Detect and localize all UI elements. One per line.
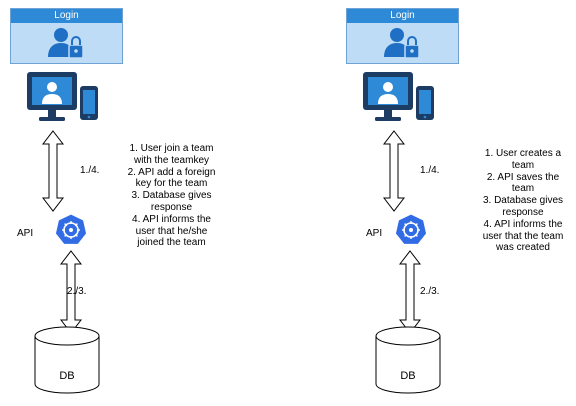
arrow-top-label: 1./4.: [420, 165, 440, 176]
arrow-bottom-label: 2./3.: [67, 286, 87, 297]
arrow-api-db: [399, 250, 421, 334]
login-window: Login: [10, 8, 123, 64]
user-lock-icon: [384, 28, 420, 59]
user-lock-icon: [48, 28, 84, 59]
diagram-join-team: Login 1./4. API: [10, 8, 219, 394]
kubernetes-api-icon: [394, 213, 428, 245]
login-title: Login: [390, 10, 415, 21]
login-title-bar: Login: [347, 9, 458, 23]
login-title: Login: [54, 10, 79, 21]
desktop-user-icon: [363, 72, 434, 121]
step-item: 4. API informs the user that he/she join…: [132, 213, 211, 249]
steps-list: 1. User join a team with the teamkey 2. …: [124, 143, 219, 249]
api-label: API: [366, 228, 383, 239]
api-label: API: [17, 228, 34, 239]
step-item: 2. API add a foreign key for the team: [127, 166, 216, 190]
arrow-bottom-label: 2./3.: [420, 286, 440, 297]
arrow-frontend-api: [383, 130, 405, 212]
arrow-frontend-api: [42, 130, 64, 212]
kubernetes-api-icon: [54, 213, 88, 245]
arrow-top-label: 1./4.: [80, 165, 100, 176]
step-item: 2. API saves the team: [486, 171, 560, 195]
step-item: 3. Database gives response: [482, 195, 564, 218]
db-label: DB: [59, 370, 75, 382]
step-item: 1. User join a team with the teamkey: [129, 143, 214, 166]
db-label: DB: [400, 370, 416, 382]
step-item: 3. Database gives response: [131, 190, 212, 213]
phone-icon: [80, 86, 98, 120]
login-window: Login: [346, 8, 459, 64]
phone-icon: [416, 86, 434, 120]
database-icon: [375, 326, 441, 394]
diagram-create-team: Login 1./4. API: [288, 0, 576, 406]
database-icon: [34, 326, 100, 394]
desktop-user-icon: [27, 72, 98, 121]
step-item: 4. API informs the user that the team wa…: [482, 218, 564, 254]
steps-list: 1. User creates a team 2. API saves the …: [478, 148, 568, 254]
login-title-bar: Login: [11, 9, 122, 23]
step-item: 1. User creates a team: [484, 148, 562, 171]
